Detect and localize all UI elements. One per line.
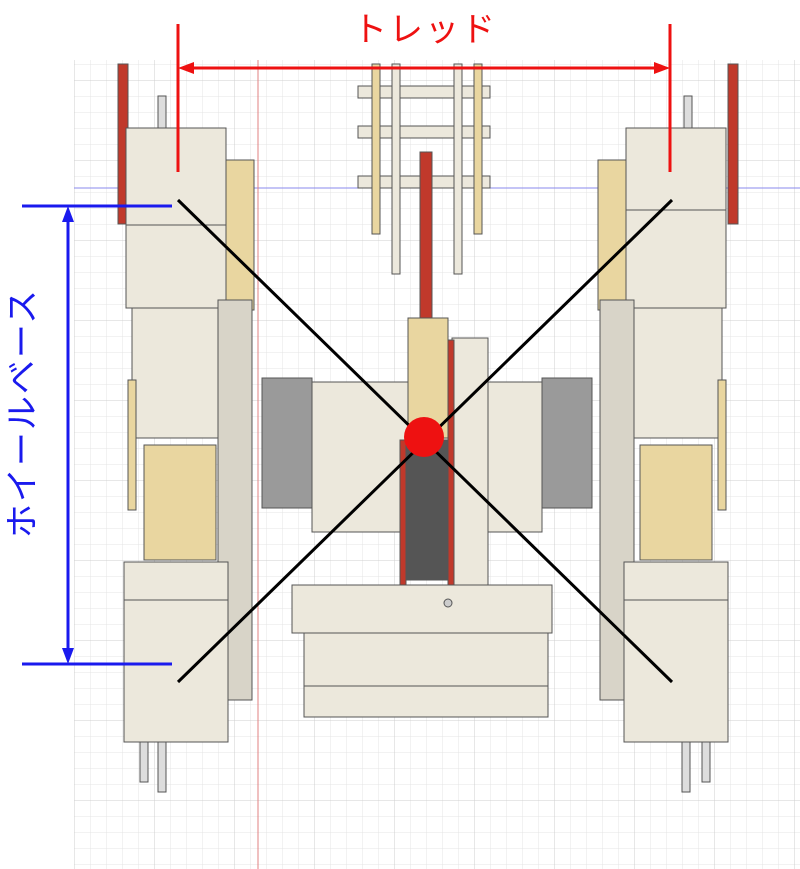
right-red-plate — [727, 63, 739, 225]
wheelbase-label: ホイールベース — [3, 287, 43, 539]
wheelbase-dimension — [22, 204, 172, 666]
left-front-wheel-block — [125, 127, 227, 309]
tread-dimension — [176, 24, 672, 172]
wheelbase-arrow-top — [62, 206, 74, 222]
left-rear-wheel-block — [123, 561, 229, 743]
center-point — [404, 417, 444, 457]
tread-arrow-left — [178, 62, 194, 74]
tread-label: トレッド — [353, 10, 497, 50]
right-track-assembly — [597, 63, 739, 793]
tread-arrow-right — [654, 62, 670, 74]
wheelbase-arrow-bottom — [62, 648, 74, 664]
right-motor — [541, 377, 593, 509]
battery-box — [303, 632, 549, 718]
left-motor — [261, 377, 313, 509]
right-front-wheel-block — [625, 127, 727, 309]
central-chassis — [261, 317, 593, 718]
left-track-assembly — [117, 63, 255, 793]
